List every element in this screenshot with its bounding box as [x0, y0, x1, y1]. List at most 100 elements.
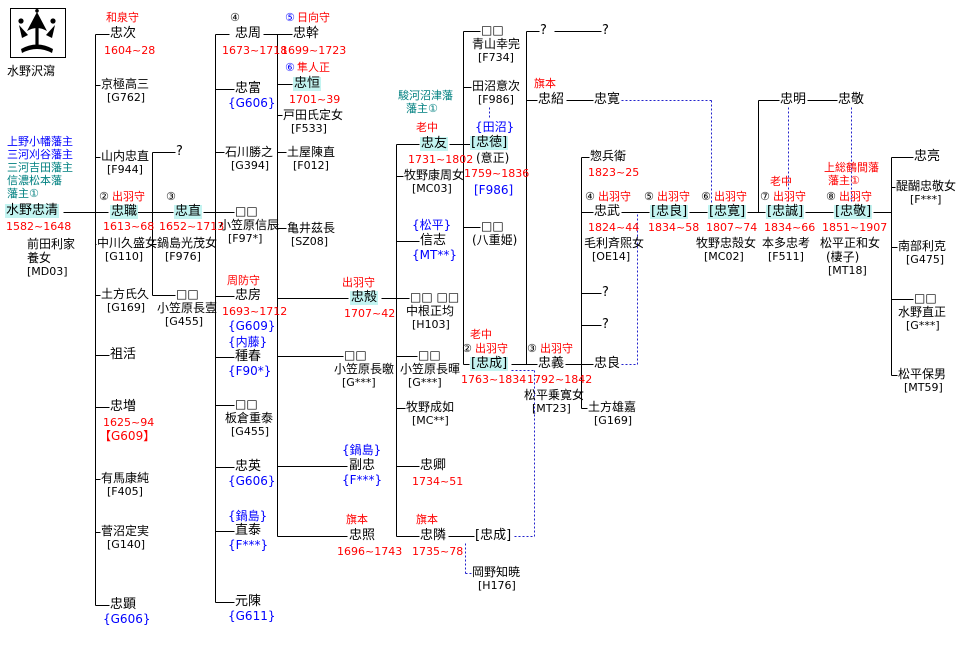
generation-number: ② — [462, 342, 472, 355]
person-name: 信志 — [420, 233, 447, 248]
family-code: [F012] — [293, 159, 329, 172]
person-name: 忠幹 — [293, 26, 320, 41]
lifespan: 1792~1842 — [527, 373, 593, 386]
person-name: 土方雄嘉 — [588, 400, 637, 414]
person-name: 本多忠考 — [762, 236, 811, 250]
person-name: 水野直正 — [898, 305, 947, 319]
person-name: (棲子) — [826, 250, 860, 264]
domain-annotation: 藩主① — [7, 187, 39, 200]
office-title: 旗本 — [416, 513, 438, 526]
person-unknown: □□ — [176, 287, 199, 301]
lifespan: 1707~42 — [344, 307, 396, 320]
person-name: 忠職 — [110, 204, 139, 220]
person-unknown: □□ — [235, 397, 258, 411]
family-code: [G475] — [906, 253, 945, 266]
person-name: 忠殻 — [350, 290, 379, 306]
family-code: [MC03] — [412, 182, 452, 195]
office-title: 隼人正 — [297, 61, 330, 74]
office-title: 日向守 — [297, 11, 330, 24]
person-name: 忠周 — [235, 26, 262, 41]
person-name: 松平保男 — [898, 367, 947, 381]
person-name: 小笠原信辰 — [219, 218, 280, 232]
lifespan: 1759~1836 — [464, 167, 530, 180]
person-name: 忠紹 — [538, 92, 565, 107]
office-title: 出羽守 — [657, 190, 690, 203]
family-code: {G606} — [228, 474, 276, 488]
family-crest — [10, 8, 66, 58]
family-code: [H103] — [412, 318, 450, 331]
person-unknown: ? — [602, 317, 609, 332]
generation-number: ④ — [585, 190, 595, 203]
person-name: 中川久盛女 — [97, 236, 158, 250]
domain-annotation: 藩主① — [828, 174, 860, 187]
person-name: 忠義 — [538, 356, 565, 371]
person-name: 水野忠清 — [5, 203, 60, 219]
domain-annotation: 駿河沼津藩 — [398, 89, 453, 102]
family-code: [G***] — [906, 319, 940, 332]
family-code: {F***} — [342, 473, 383, 487]
family-code: [G455] — [231, 425, 270, 438]
person-name: 忠英 — [235, 459, 262, 474]
family-code: [F405] — [107, 485, 143, 498]
person-name: 元陳 — [235, 594, 262, 609]
family-code: [MD03] — [27, 265, 68, 278]
person-name: 山内忠直 — [101, 149, 150, 163]
person-name: [忠誠] — [766, 204, 805, 220]
family-crest-icon — [18, 9, 56, 53]
person-name: 忠次 — [110, 26, 137, 41]
person-name: 忠照 — [349, 528, 376, 543]
person-name: 牧野康周女 — [404, 168, 465, 182]
family-code: [H176] — [478, 579, 516, 592]
family-code: [OE14] — [592, 250, 631, 263]
family-code: [SZ08] — [291, 235, 329, 248]
person-name: 土方氏久 — [101, 287, 150, 301]
generation-number: ⑤ — [644, 190, 654, 203]
lifespan: 1693~1712 — [222, 305, 288, 318]
person-name: 中根正均 — [406, 304, 455, 318]
person-name: 副忠 — [349, 458, 376, 473]
person-unknown: □□ — [481, 23, 504, 37]
generation-number: ⑦ — [760, 190, 770, 203]
family-code: [G762] — [107, 91, 146, 104]
person-name: (意正) — [476, 151, 510, 165]
office-title: 出羽守 — [839, 190, 872, 203]
office-title: 出羽守 — [475, 342, 508, 355]
person-unknown: □□ — [344, 348, 367, 362]
person-name: 忠増 — [110, 399, 137, 414]
lifespan: 1834~58 — [648, 221, 700, 234]
family-code: {松平} — [412, 218, 452, 232]
family-code: [MT23] — [532, 402, 571, 415]
domain-annotation: 藩主① — [406, 102, 438, 115]
person-name: 亀井茲長 — [287, 221, 336, 235]
person-name: 有馬康純 — [101, 471, 150, 485]
lifespan: 1763~1834 — [461, 373, 527, 386]
person-name: [忠成] — [470, 356, 509, 372]
office-title: 旗本 — [346, 513, 368, 526]
domain-annotation: 上野小幡藩主 — [7, 135, 73, 148]
family-code: {鍋島} — [228, 509, 268, 523]
person-name: 種春 — [235, 349, 262, 364]
office-title: 和泉守 — [106, 11, 139, 24]
lifespan: 1613~68 — [103, 220, 155, 233]
person-name: 忠卿 — [420, 458, 447, 473]
person-name: 田沼意次 — [472, 79, 521, 93]
person-name: 松平乗寛女 — [524, 388, 585, 402]
person-name: 前田利家 — [27, 237, 76, 251]
person-name: 京極高三 — [101, 77, 150, 91]
family-code: {MT**} — [412, 248, 457, 262]
family-code: [MT59] — [904, 381, 943, 394]
lifespan: 1582~1648 — [6, 220, 72, 233]
domain-annotation: 上総鶴間藩 — [824, 161, 879, 174]
person-name: 菅沼定実 — [101, 524, 150, 538]
family-code: {G606} — [103, 612, 151, 626]
domain-annotation: 三河刈谷藩主 — [7, 148, 73, 161]
office-title: 旗本 — [534, 77, 556, 90]
person-name: 忠敬 — [838, 92, 865, 107]
person-name: 戸田氏定女 — [283, 108, 344, 122]
family-code: [MT18] — [828, 264, 867, 277]
office-title: 老中 — [416, 121, 438, 134]
person-name: [忠敬] — [834, 204, 873, 220]
person-name: 忠明 — [780, 92, 807, 107]
family-code: 【G609】 — [99, 429, 156, 443]
